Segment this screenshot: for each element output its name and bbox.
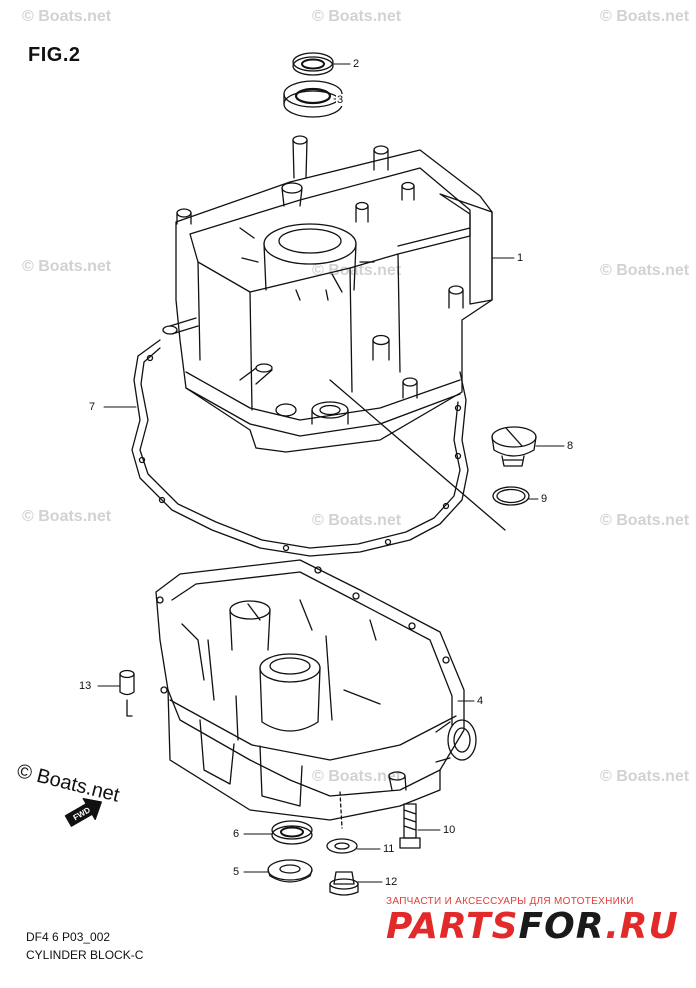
callout-2: 2 [352,58,361,70]
watermark: © Boats.net [312,8,402,25]
watermark: © Boats.net [600,262,690,279]
callout-13: 13 [78,680,93,692]
callout-9: 9 [540,493,549,505]
callout-10: 10 [442,824,457,836]
callout-6: 6 [232,828,241,840]
advert-logo-part3: .RU [605,906,679,947]
part-oil-seal-bottom [271,820,313,845]
part-drain-plug [329,871,359,896]
watermark: © Boats.net [312,262,402,279]
part-gasket [131,339,469,557]
watermark: © Boats.net [600,8,690,25]
watermark: © Boats.net [600,768,690,785]
watermark: © Boats.net [22,508,112,525]
callout-4: 4 [476,695,485,707]
part-bearing [283,80,343,118]
advert-tagline: ЗАПЧАСТИ И АКСЕССУАРЫ ДЛЯ МОТОТЕХНИКИ [386,896,634,907]
figure-title: FIG.2 [28,44,81,66]
fwd-arrow-icon: FWD [64,797,102,827]
watermark: © Boats.net [600,512,690,529]
callout-11: 11 [382,843,396,855]
part-o-ring [492,486,530,506]
advert-logo[interactable]: PARTSFOR.RU [386,906,679,947]
watermark: © Boats.net [22,258,112,275]
diagram-code: DF4 6 P03_002 [26,930,111,944]
callout-7: 7 [88,401,97,413]
part-washer [326,838,358,854]
part-plate [267,859,313,883]
advert-logo-part1: PARTS [386,906,519,947]
callout-8: 8 [566,440,575,452]
watermark: © Boats.net [22,8,112,25]
part-cap [491,426,537,467]
callout-1: 1 [516,252,525,264]
advert-logo-part2: FOR [518,906,606,947]
watermark: © Boats.net [312,512,402,529]
callout-3: 3 [336,94,345,106]
callout-5: 5 [232,866,241,878]
watermark: © Boats.net [312,768,402,785]
part-bolt [399,803,421,849]
callout-12: 12 [384,876,399,888]
part-cylinder-block [162,135,506,531]
part-crankcase [155,559,477,829]
diagram-caption: CYLINDER BLOCK-C [26,948,144,962]
part-dowel-pin [119,669,135,717]
part-oil-seal-top [292,52,334,76]
